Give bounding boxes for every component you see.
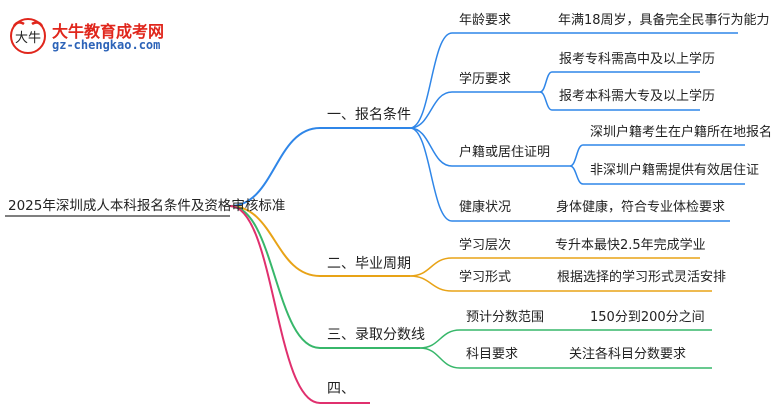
connector-root-branch-4	[229, 205, 321, 404]
branch-label-score: 三、录取分数线	[327, 327, 425, 343]
connector-branch-1-child-4	[409, 127, 453, 222]
connector-branch-1-child-2	[409, 91, 453, 129]
leaf-health: 身体健康，符合专业体检要求	[556, 200, 726, 215]
node-study-level: 学习层次	[459, 238, 512, 253]
connector-res-leaf-2	[569, 165, 584, 185]
leaf-education-2: 报考本科需大专及以上学历	[559, 89, 716, 104]
connector-root-branch-2	[229, 205, 321, 277]
connector-branch-1-child-1	[409, 32, 453, 129]
connector-layer	[5, 32, 745, 404]
leaf-age: 年满18周岁，具备完全民事行为能力	[558, 13, 770, 28]
leaf-score-range: 150分到200分之间	[590, 310, 705, 325]
branch-label-four: 四、	[327, 381, 355, 397]
connector-branch-3-child-1	[419, 329, 461, 349]
connector-res-leaf-1	[569, 144, 584, 167]
node-age: 年龄要求	[459, 13, 512, 28]
node-study-form: 学习形式	[459, 270, 512, 285]
connector-edu-leaf-1	[539, 71, 553, 93]
leaf-residency-2: 非深圳户籍需提供有效居住证	[590, 163, 760, 178]
leaf-residency-1: 深圳户籍考生在户籍所在地报名	[590, 125, 772, 140]
leaf-education-1: 报考专科需高中及以上学历	[559, 52, 716, 67]
connector-edu-leaf-2	[539, 91, 553, 111]
root-topic: 2025年深圳成人本科报名条件及资格审核标准	[8, 198, 286, 214]
logo-mark-text: 大牛	[15, 31, 41, 46]
branch-label-requirements: 一、报名条件	[327, 107, 411, 123]
logo-url: gz-chengkao.com	[52, 38, 161, 52]
connector-root-branch-3	[229, 205, 321, 349]
connector-root-branch-1	[229, 127, 321, 207]
node-residency: 户籍或居住证明	[459, 145, 551, 160]
leaf-study-level: 专升本最快2.5年完成学业	[555, 238, 706, 253]
logo-title: 大牛教育成考网	[52, 22, 165, 41]
leaf-study-form: 根据选择的学习形式灵活安排	[557, 270, 727, 285]
node-health: 健康状况	[459, 200, 512, 215]
mindmap-canvas: 大牛 大牛教育成考网 gz-chengkao.com 2025年深圳成人本科报名…	[5, 13, 772, 404]
branch-label-graduation: 二、毕业周期	[327, 256, 411, 272]
node-education: 学历要求	[459, 72, 512, 87]
connector-branch-2-child-2	[409, 275, 453, 292]
connector-branch-2-child-1	[409, 257, 453, 277]
bull-logo-icon: 大牛	[10, 18, 46, 54]
connector-branch-3-child-2	[419, 347, 461, 369]
site-logo: 大牛 大牛教育成考网 gz-chengkao.com	[8, 16, 198, 56]
leaf-subject: 关注各科目分数要求	[569, 347, 687, 362]
connector-branch-1-child-3	[409, 127, 453, 167]
node-subject: 科目要求	[466, 347, 519, 362]
node-score-range: 预计分数范围	[466, 310, 545, 325]
